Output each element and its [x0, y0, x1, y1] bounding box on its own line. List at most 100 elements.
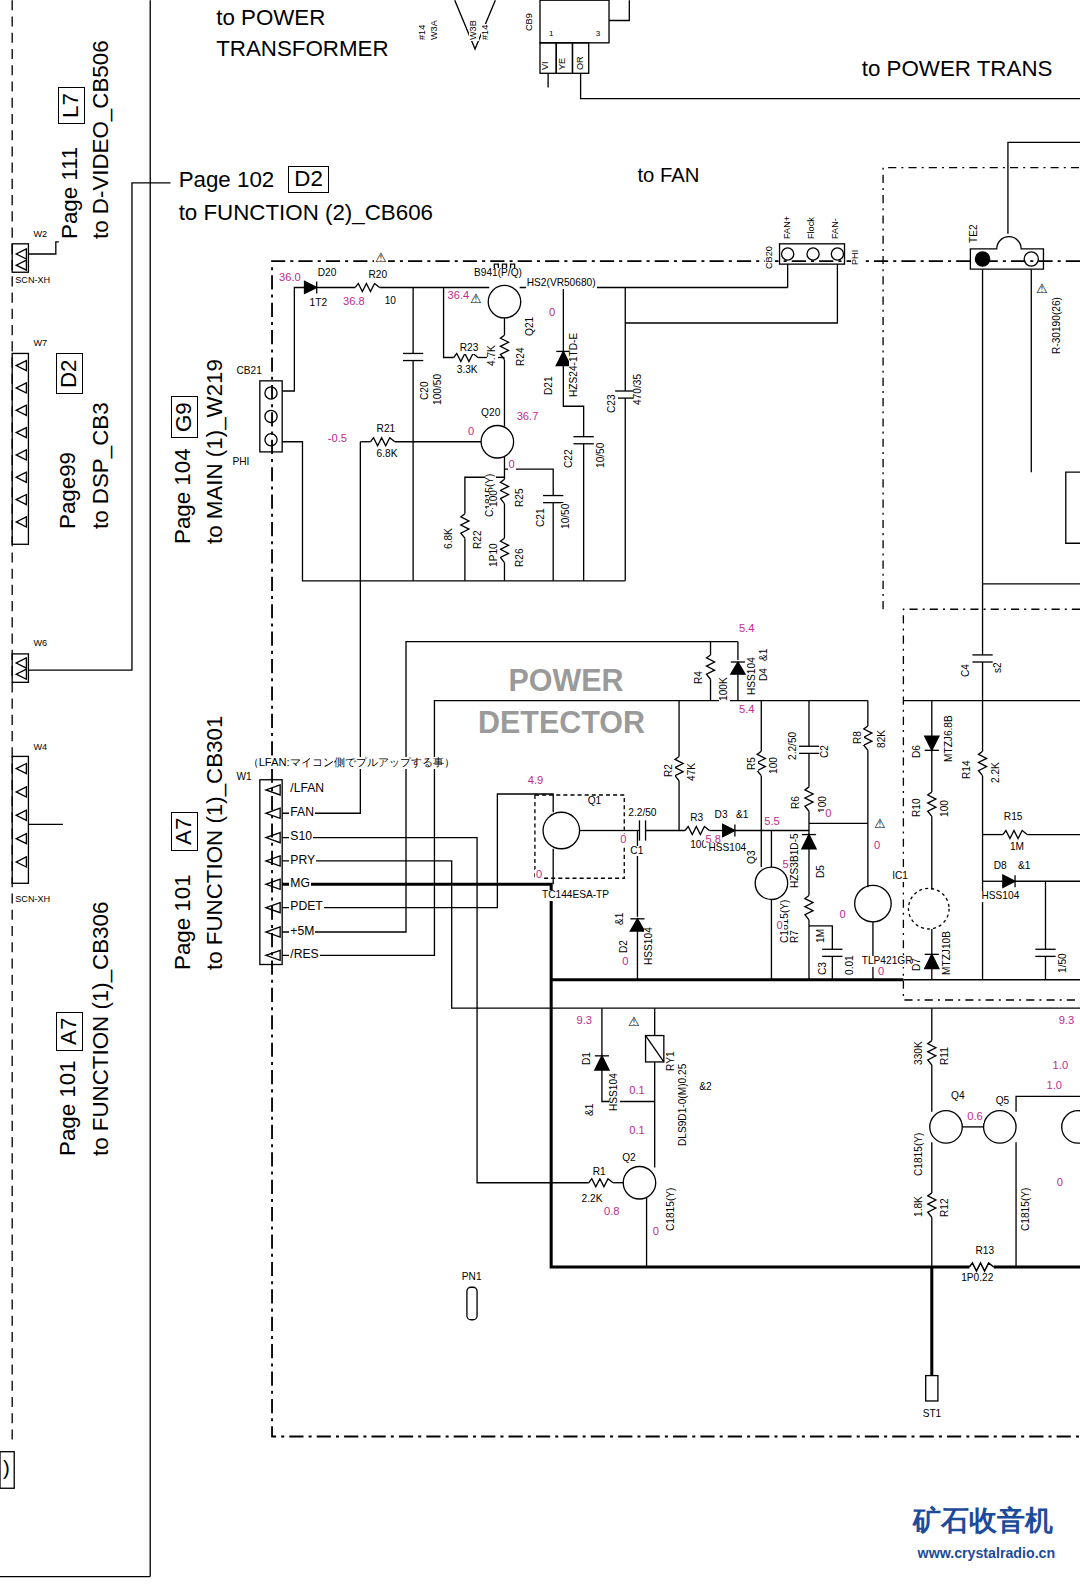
schematic-label: R11 [940, 1046, 951, 1066]
schematic-label: （LFAN:マイコン側でプルアップする事） [247, 757, 456, 769]
voltage-reading: 36.7 [516, 411, 540, 423]
page-ref-box: G9 [171, 397, 198, 439]
grid-reference: G9 [171, 403, 196, 433]
voltage-reading: -0.5 [327, 433, 348, 445]
schematic-label: W3A [430, 19, 440, 41]
voltage-reading: 0.8 [603, 1206, 621, 1218]
schematic-label: 470/35 [633, 373, 644, 406]
schematic-label: to FAN [636, 165, 700, 186]
page-ref-box: D2 [56, 353, 83, 394]
schematic-label: B941(P/Q) [473, 268, 523, 279]
voltage-reading: 0.1 [628, 1125, 646, 1137]
grid-reference: D2 [294, 166, 323, 191]
voltage-reading: 0 [775, 920, 783, 932]
schematic-label: /LFAN [289, 782, 325, 795]
schematic-label: 1T2 [309, 298, 328, 309]
schematic-label: 6.8K [376, 449, 399, 460]
page-ref-box: A7 [171, 811, 198, 850]
schematic-label: CB20 [765, 245, 775, 270]
schematic-label: CB9 [525, 13, 535, 33]
schematic-label: 100/50 [433, 373, 444, 406]
schematic-label: FAN+ [783, 214, 793, 239]
schematic-label: Q20 [480, 408, 501, 419]
grid-reference: A7 [171, 817, 196, 844]
schematic-label: HZS24-1TD-E [569, 332, 580, 398]
schematic-label: D8 [993, 861, 1008, 872]
schematic-label: HSS104 [707, 843, 747, 854]
schematic-label: 10/50 [596, 442, 607, 469]
grid-reference: D2 [56, 359, 81, 388]
schematic-label: R5 [747, 756, 758, 771]
voltage-reading: 5.5 [763, 816, 781, 828]
schematic-label: R20 [367, 270, 388, 281]
schematic-label: C21 [536, 507, 547, 528]
schematic-label: FAN [289, 806, 315, 819]
schematic-label: W1 [235, 772, 252, 783]
voltage-reading: 0 [535, 869, 543, 881]
voltage-reading: 0.6 [966, 1111, 984, 1123]
schematic-label: TLP421GR [861, 956, 914, 967]
schematic-label: Q1 [587, 796, 603, 807]
schematic-label: OR [576, 55, 586, 71]
schematic-label: TRANSFORMER [215, 37, 389, 60]
schematic-label: R-30190(26) [1052, 296, 1063, 355]
schematic-label: C4 [961, 663, 972, 678]
voltage-reading: 0 [873, 840, 881, 852]
schematic-label: W4 [32, 743, 48, 753]
schematic-label: C20 [420, 380, 431, 401]
schematic-label: R6 [791, 795, 802, 810]
schematic-label: R22 [473, 530, 484, 551]
schematic-label: Page 101 [56, 1060, 79, 1158]
schematic-label: 1M [816, 928, 827, 944]
schematic-label: D7 [912, 957, 923, 972]
schematic-label: C2 [820, 744, 831, 759]
schematic-label: D2 [619, 939, 630, 954]
schematic-label: FAN- [831, 217, 841, 240]
schematic-label: 3.3K [456, 365, 479, 376]
schematic-label: 0.01 [845, 955, 856, 977]
schematic-label: Q3 [747, 849, 758, 865]
schematic-label: 1 [548, 30, 555, 39]
voltage-reading: 0 [652, 1226, 660, 1238]
schematic-label: 4.7K [487, 345, 498, 368]
schematic-label: C1815(Y) [1021, 1187, 1032, 1232]
schematic-label: W6 [32, 639, 48, 649]
schematic-label: IC1 [891, 871, 909, 882]
schematic-label: D6 [912, 744, 923, 759]
schematic-label: R4 [694, 670, 705, 685]
schematic-label: ⚠ [1035, 282, 1049, 296]
schematic-label: C22 [564, 448, 575, 469]
schematic-label: R13 [974, 1246, 995, 1257]
schematic-label: R10 [912, 798, 923, 819]
voltage-reading: 0 [619, 834, 627, 846]
schematic-label: C3 [818, 961, 829, 976]
schematic-label: HSS104 [747, 657, 758, 697]
schematic-label: D1 [582, 1051, 593, 1066]
schematic-label: D3 [714, 810, 729, 821]
schematic-label: Page 101 [171, 874, 194, 972]
schematic-label: C1815(Y) [666, 1187, 677, 1232]
schematic-label: #14 [481, 23, 491, 40]
schematic-label: 100K [719, 677, 730, 703]
schematic-label: to FUNCTION (1)_CB301 [203, 715, 226, 971]
schematic-label: HZS3B1D-5 [790, 833, 801, 890]
voltage-reading: 0 [824, 808, 832, 820]
schematic-label: W3B [469, 19, 479, 41]
voltage-reading: 36.0 [278, 272, 302, 284]
schematic-label: D4 [759, 667, 770, 682]
schematic-label: 2.2/50 [788, 731, 799, 761]
schematic-label: ⚠ [627, 1015, 641, 1029]
schematic-label: 10/50 [561, 502, 572, 529]
schematic-label: HS2(VR50680) [526, 278, 597, 289]
schematic-label: R12 [940, 1197, 951, 1218]
schematic-label: PN1 [461, 1272, 483, 1283]
schematic-label: s2 [993, 661, 1004, 674]
schematic-label: SCN-XH [14, 276, 51, 286]
schematic-label: 2.2/50 [627, 808, 657, 819]
schematic-label: HSS104 [609, 1073, 620, 1113]
voltage-reading: 4.9 [527, 775, 545, 787]
schematic-label: 100 [769, 757, 780, 776]
schematic-label: 100 [940, 799, 951, 818]
schematic-label: D21 [544, 375, 555, 396]
schematic-label: 6.8K [444, 527, 455, 550]
